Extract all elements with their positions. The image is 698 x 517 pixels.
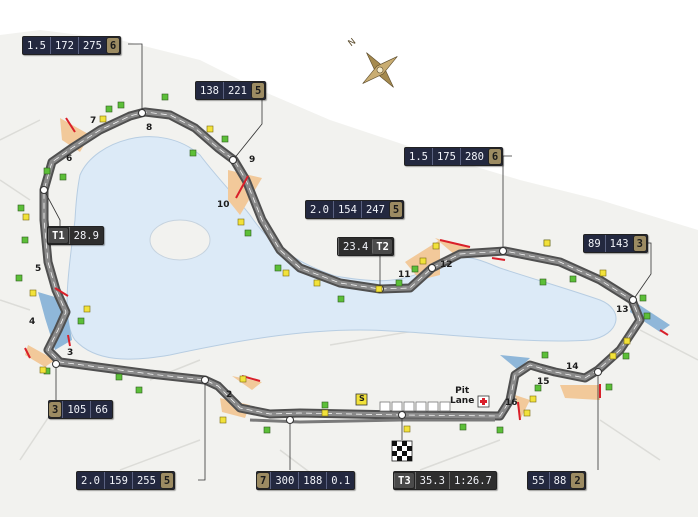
- gear-badge: 5: [159, 472, 175, 489]
- gear-badge: 3: [632, 235, 647, 252]
- s-marker-box: [355, 393, 368, 406]
- sector-tag: T2: [372, 238, 393, 255]
- compass-rose-icon: [362, 52, 398, 88]
- gear-badge: 6: [487, 148, 503, 165]
- leader-lines: [43, 43, 652, 481]
- lake-island: [149, 219, 211, 261]
- turn-label-14: 14: [566, 362, 579, 372]
- turn-label-12: 12: [440, 260, 453, 270]
- chequered-flag-icon: [391, 440, 413, 462]
- pit-lane: [249, 418, 495, 424]
- pit-garages: [379, 401, 451, 412]
- turn-label-10: 10: [217, 200, 230, 210]
- gear-badge: 7: [257, 472, 271, 489]
- kerbs: [24, 117, 669, 421]
- gear-badge: 5: [250, 82, 266, 99]
- turn-label-7: 7: [90, 116, 97, 126]
- gear-badge: 5: [388, 201, 404, 218]
- turn-label-6: 6: [66, 154, 73, 164]
- turn-label-11: 11: [398, 270, 411, 280]
- turn-label-2: 2: [226, 390, 233, 400]
- sector-tag: T1: [48, 227, 69, 244]
- albert-park-lake: [66, 136, 617, 360]
- gear-badge: 2: [570, 472, 585, 489]
- turn-label-15: 15: [537, 377, 550, 387]
- gear-badge: 6: [105, 37, 121, 54]
- turn-label-5: 5: [35, 264, 42, 274]
- turn-label-16: 16: [505, 398, 518, 408]
- gear-badge: 3: [49, 401, 63, 418]
- green-markers: [15, 93, 651, 434]
- turn-label-13: 13: [616, 305, 629, 315]
- yellow-markers: [22, 115, 631, 433]
- turn-label-4: 4: [29, 317, 36, 327]
- speed-trap-s-label: S: [359, 394, 365, 403]
- turn-label-8: 8: [146, 123, 153, 133]
- turn-label-3: 3: [67, 348, 74, 358]
- turn-label-9: 9: [249, 155, 256, 165]
- red-cross-icon: [477, 395, 490, 408]
- sector-tag: T3: [394, 472, 415, 489]
